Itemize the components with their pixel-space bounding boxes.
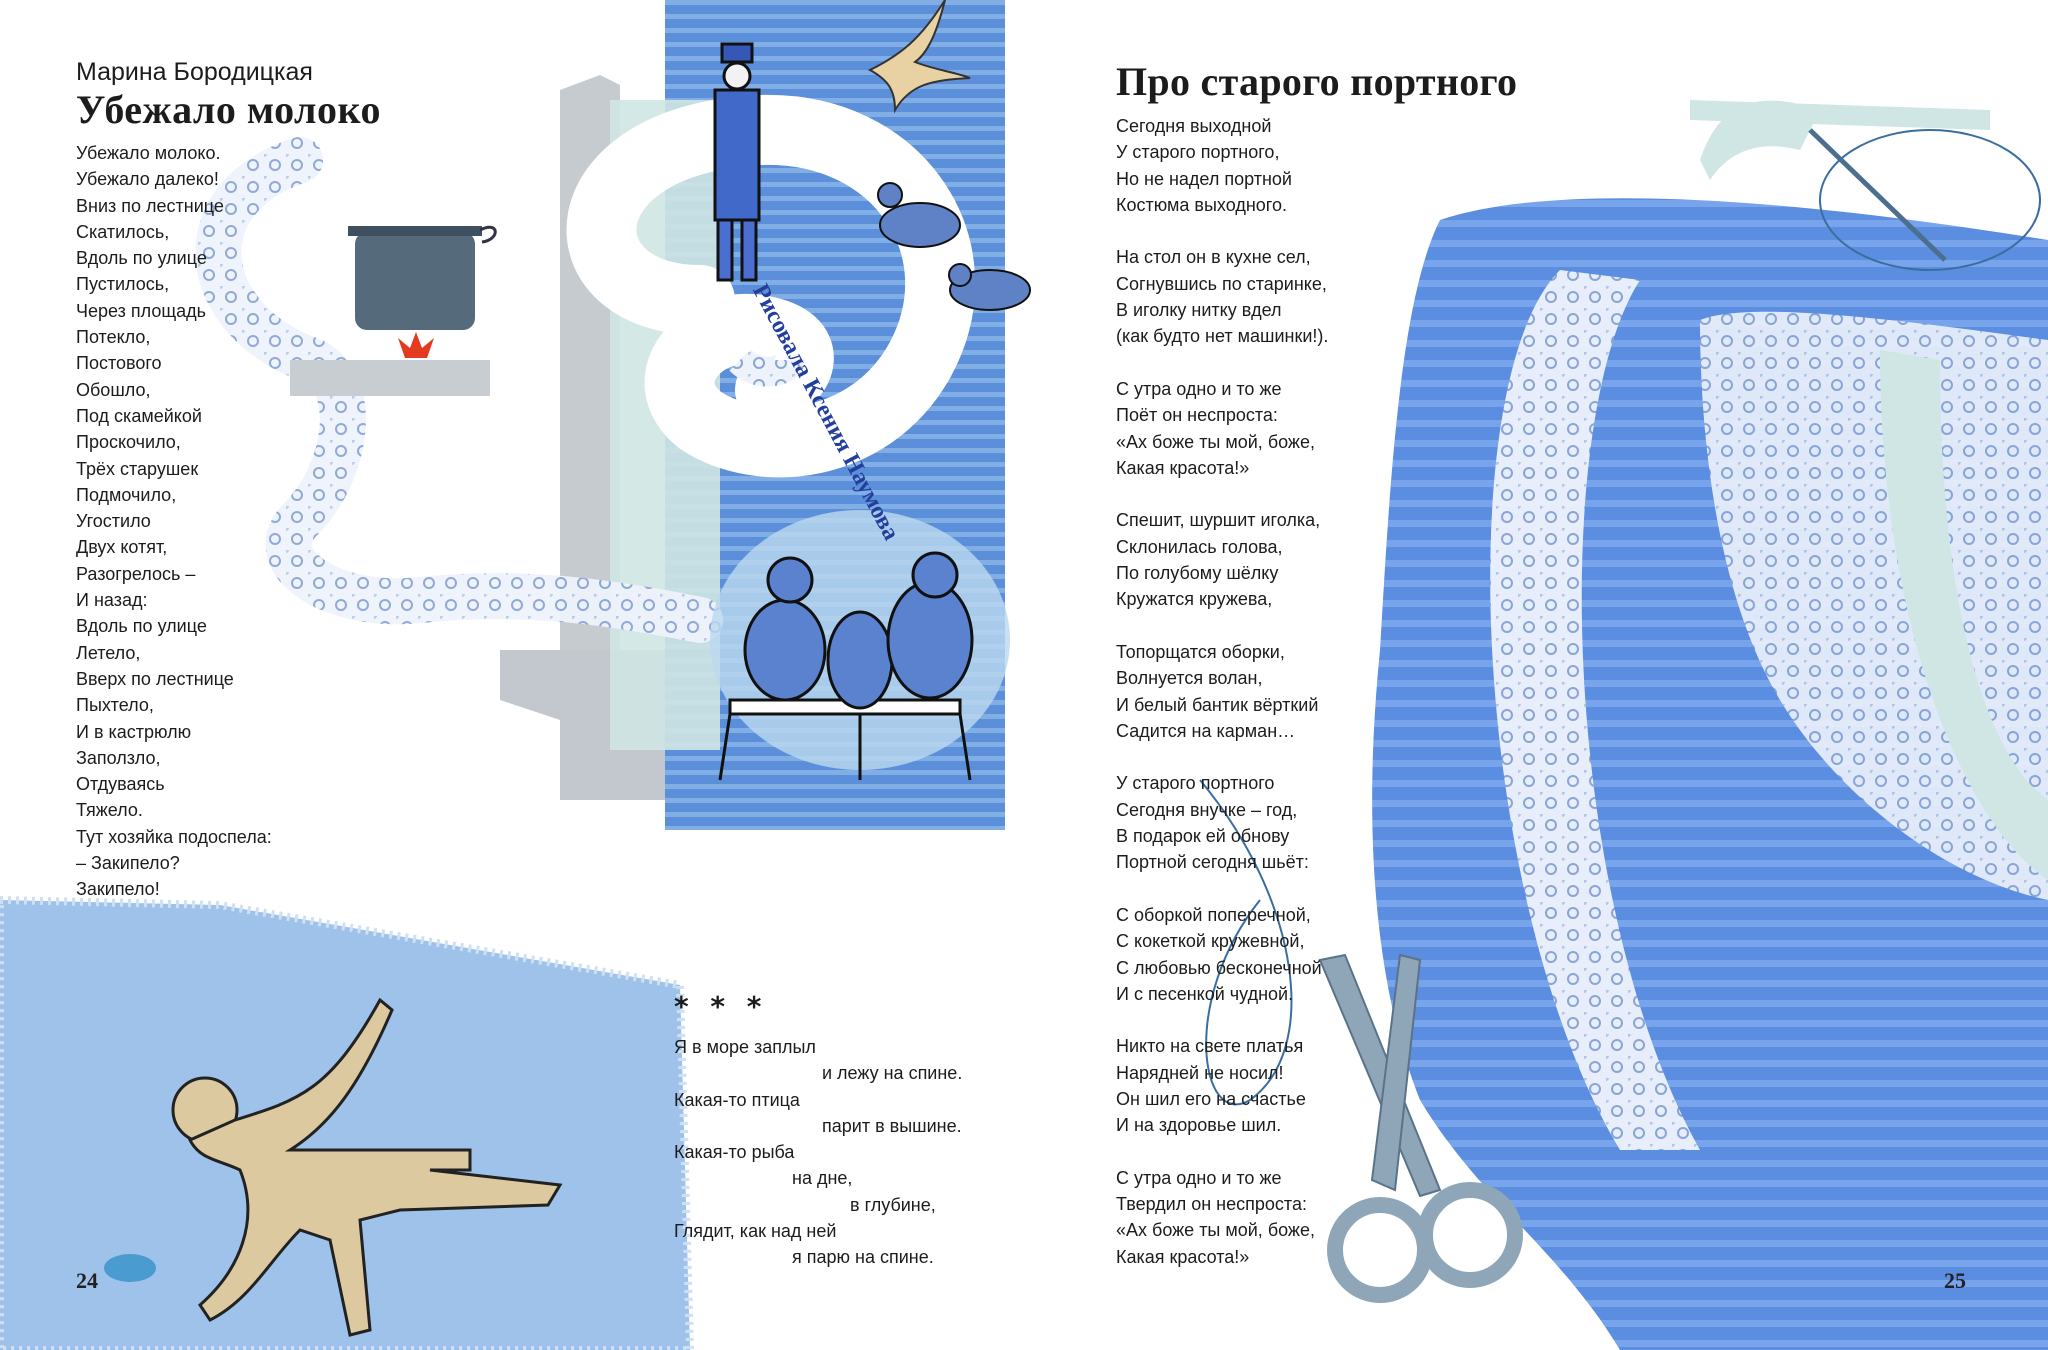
poem-line: Согнувшись по старинке, bbox=[1116, 273, 1327, 294]
poem-line: Обошло, bbox=[76, 379, 151, 400]
poem-line: на дне, bbox=[792, 1168, 853, 1189]
poem-line: Вдоль по улице bbox=[76, 616, 207, 637]
poem-line: – Закипело? bbox=[76, 853, 180, 874]
swimmer-figure bbox=[171, 997, 563, 1337]
poem-line: С утра одно и то же bbox=[1116, 378, 1282, 399]
poem-line: и лежу на спине. bbox=[822, 1063, 963, 1084]
poem-line: Постового bbox=[76, 353, 162, 374]
dress-collage bbox=[1372, 100, 2048, 1350]
poem-line: Пустилось, bbox=[76, 274, 170, 295]
poem-line: Топорщатся оборки, bbox=[1116, 641, 1285, 662]
poem-line: парит в вышине. bbox=[822, 1115, 962, 1136]
lace-trail bbox=[195, 137, 723, 643]
poem-line: С кокеткой кружевной, bbox=[1116, 931, 1305, 952]
poem-milk: Убежало молоко. Убежало далеко! Вниз по … bbox=[76, 140, 272, 903]
poem-line: Подмочило, bbox=[76, 484, 177, 505]
poem-line: я парю на спине. bbox=[792, 1247, 934, 1268]
poem-line: Костюма выходного. bbox=[1116, 194, 1287, 215]
poem-line: И с песенкой чудной. bbox=[1116, 983, 1294, 1004]
poem-line: Но не надел портной bbox=[1116, 168, 1292, 189]
poem-line: Никто на свете платья bbox=[1116, 1036, 1304, 1057]
poem-line: Он шил его на счастье bbox=[1116, 1088, 1306, 1109]
poem-line: Тяжело. bbox=[76, 800, 143, 821]
poem-line: Спешит, шуршит иголка, bbox=[1116, 510, 1321, 531]
poem-line: Кружатся кружева, bbox=[1116, 589, 1273, 610]
poem-line: У старого портного bbox=[1116, 773, 1275, 794]
milk-swirl bbox=[566, 94, 976, 478]
poem-line: Скатилось, bbox=[76, 221, 170, 242]
poem-line: Сегодня внучке – год, bbox=[1116, 799, 1298, 820]
small-fish bbox=[104, 1254, 156, 1282]
policeman-figure bbox=[713, 42, 761, 282]
poem-line: Твердил он неспроста: bbox=[1116, 1194, 1307, 1215]
poem-title-milk: Убежало молоко bbox=[76, 87, 382, 132]
poem-line: Убежало далеко! bbox=[76, 169, 219, 190]
poem-title-tailor: Про старого портного bbox=[1116, 59, 1518, 104]
poem-line: И на здоровье шил. bbox=[1116, 1115, 1282, 1136]
poem-line: Какая-то птица bbox=[674, 1089, 800, 1110]
poem-line: Пыхтело, bbox=[76, 695, 154, 716]
poem-line: Нарядней не носил! bbox=[1116, 1062, 1284, 1083]
poem-line: Вниз по лестнице bbox=[76, 195, 224, 216]
poem-line: Трёх старушек bbox=[76, 458, 199, 479]
poem-line: Закипело! bbox=[76, 879, 160, 900]
poem-line: Я в море заплыл bbox=[674, 1037, 816, 1057]
needle-and-thread bbox=[1199, 128, 2041, 1106]
poem-sea: Я в море заплыл и лежу на спине. Какая-т… bbox=[674, 1034, 962, 1271]
page-number-left: 24 bbox=[76, 1268, 98, 1293]
poem-line: С утра одно и то же bbox=[1116, 1167, 1282, 1188]
poem-line: Разогрелось – bbox=[76, 563, 196, 584]
pot-on-stove bbox=[290, 225, 497, 396]
poem-line: Двух котят, bbox=[76, 537, 168, 558]
poem-line: И назад: bbox=[76, 590, 148, 611]
poem-line: Вдоль по улице bbox=[76, 248, 207, 269]
poem-line: в глубине, bbox=[850, 1194, 936, 1215]
author-name: Марина Бородицкая bbox=[76, 58, 313, 86]
poem-line: Какая красота!» bbox=[1116, 457, 1250, 478]
poem-line: В подарок ей обнову bbox=[1116, 826, 1290, 847]
poem-line: И в кастрюлю bbox=[76, 721, 192, 742]
poem-line: Убежало молоко. bbox=[76, 143, 221, 163]
poem-line: Садится на карман… bbox=[1116, 720, 1296, 741]
scissors bbox=[1318, 953, 1523, 1303]
poem-line: Вверх по лестнице bbox=[76, 668, 234, 689]
poem-line: Летело, bbox=[76, 642, 141, 663]
poem-line: Тут хозяйка подоспела: bbox=[76, 826, 272, 847]
poem-line: Поёт он неспроста: bbox=[1116, 405, 1278, 426]
poem-line: Через площадь bbox=[76, 300, 207, 321]
poem-line: Отдуваясь bbox=[76, 774, 165, 795]
poem-line: Портной сегодня шьёт: bbox=[1116, 852, 1309, 873]
poem-line: Заползло, bbox=[76, 747, 161, 768]
poem-line: Какая красота!» bbox=[1116, 1246, 1250, 1267]
poem-line: Какая-то рыба bbox=[674, 1142, 795, 1163]
poem-line: Проскочило, bbox=[76, 432, 181, 453]
poem-line: «Ах боже ты мой, боже, bbox=[1116, 1220, 1315, 1241]
cats-illustration bbox=[877, 182, 1031, 311]
poem-line: Потекло, bbox=[76, 327, 151, 348]
old-ladies-on-bench bbox=[710, 510, 1010, 781]
poem-line: С оборкой поперечной, bbox=[1116, 904, 1311, 925]
page-number-right: 25 bbox=[1944, 1268, 1966, 1293]
bird-illustration bbox=[867, 0, 971, 114]
poem-line: Угостило bbox=[76, 511, 151, 532]
poem-line: Склонилась голова, bbox=[1116, 536, 1283, 557]
poem-line: По голубому шёлку bbox=[1116, 563, 1279, 584]
poem-line: И белый бантик вёрткий bbox=[1116, 694, 1319, 715]
section-stars: * * * bbox=[674, 990, 768, 1023]
poem-line: (как будто нет машинки!). bbox=[1116, 326, 1329, 347]
poem-line: На стол он в кухне сел, bbox=[1116, 247, 1311, 268]
poem-line: У старого портного, bbox=[1116, 142, 1280, 163]
poem-line: «Ах боже ты мой, боже, bbox=[1116, 431, 1315, 452]
poem-line: Глядит, как над ней bbox=[674, 1221, 837, 1242]
blue-fabric-bottom bbox=[0, 900, 690, 1350]
poem-line: Волнуется волан, bbox=[1116, 668, 1263, 689]
poem-line: Сегодня выходной bbox=[1116, 116, 1272, 136]
poem-line: С любовью бесконечной bbox=[1116, 957, 1322, 978]
poem-line: Под скамейкой bbox=[76, 405, 202, 426]
poem-line: В иголку нитку вдел bbox=[1116, 300, 1282, 321]
poem-tailor: Сегодня выходной У старого портного, Но … bbox=[1116, 113, 1328, 1270]
